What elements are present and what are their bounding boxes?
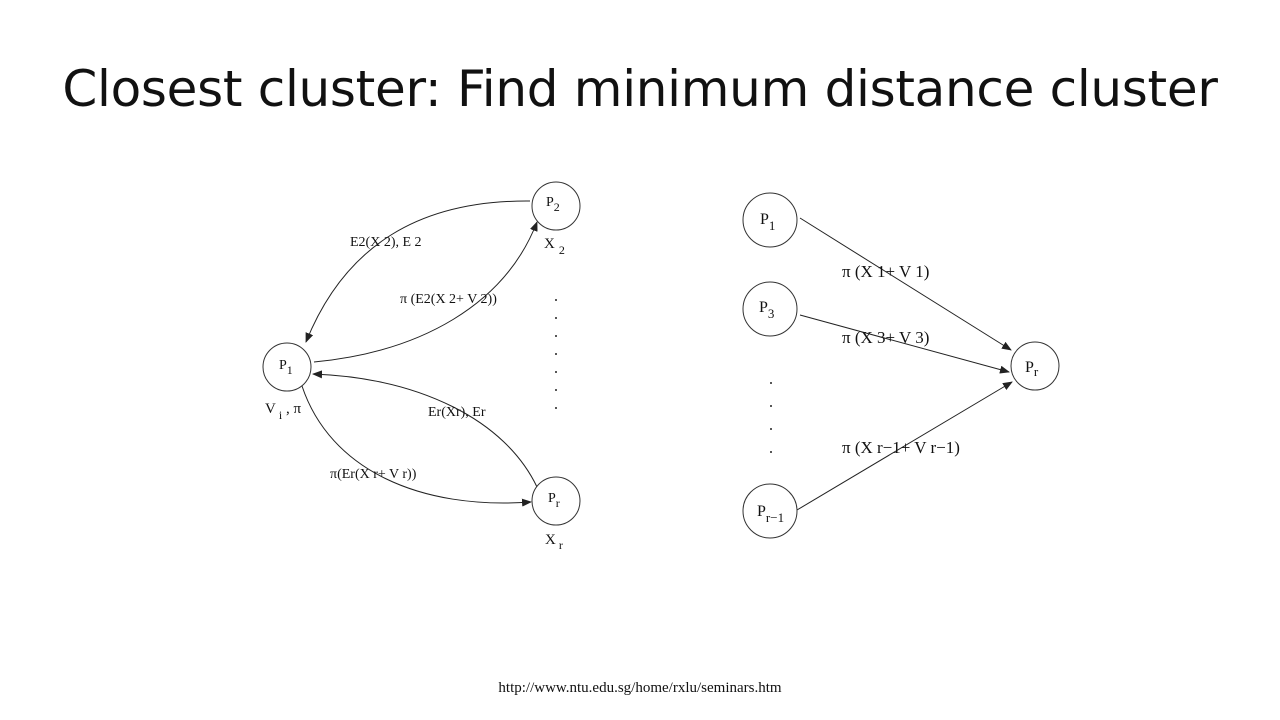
svg-text:Pr: Pr bbox=[1025, 359, 1039, 379]
left-ellipsis bbox=[555, 299, 557, 409]
label-p1-to-pr: π(Er(X r+ V r)) bbox=[330, 467, 417, 482]
node-pr: Pr bbox=[531, 476, 581, 526]
node-p2: P2 bbox=[531, 181, 581, 231]
svg-text:P3: P3 bbox=[759, 299, 774, 321]
edge-rp1-to-pr bbox=[799, 217, 1012, 351]
svg-text:P2: P2 bbox=[546, 195, 560, 214]
label-rp3-to-pr: π (X 3+ V 3) bbox=[842, 328, 929, 347]
edge-p2-to-p1 bbox=[305, 200, 531, 343]
right-diagram: P1 P3 Pr−1 Pr π (X 1+ V 1) π (X 3+ V 3) … bbox=[742, 192, 1060, 539]
right-ellipsis bbox=[770, 382, 772, 453]
svg-text:Pr: Pr bbox=[548, 491, 560, 510]
edge-p1-to-pr bbox=[301, 385, 532, 507]
node-rpr: Pr bbox=[1010, 341, 1060, 391]
label-rprm1-to-pr: π (X r−1+ V r−1) bbox=[842, 438, 960, 457]
node-p1: P1 bbox=[262, 342, 312, 392]
node-rp3: P3 bbox=[742, 281, 798, 337]
svg-text:P1: P1 bbox=[760, 211, 775, 233]
label-rp1-to-pr: π (X 1+ V 1) bbox=[842, 262, 929, 281]
svg-text:Pr−1: Pr−1 bbox=[757, 503, 784, 525]
label-pr-to-p1: Er(Xr), Er bbox=[428, 405, 486, 420]
edge-p1-to-p2 bbox=[313, 221, 538, 363]
node-rp1: P1 bbox=[742, 192, 798, 248]
source-url: http://www.ntu.edu.sg/home/rxlu/seminars… bbox=[498, 680, 782, 696]
svg-text:P1: P1 bbox=[279, 358, 293, 377]
edge-rp3-to-pr bbox=[799, 314, 1010, 374]
slide-title: Closest cluster: Find minimum distance c… bbox=[62, 60, 1218, 118]
edge-rprm1-to-pr bbox=[796, 381, 1013, 511]
label-p1-to-p2: π (E2(X 2+ V 2)) bbox=[400, 292, 497, 307]
label-p2-to-p1: E2(X 2), E 2 bbox=[350, 235, 422, 250]
edge-pr-to-p1 bbox=[312, 370, 538, 488]
node-rprm1: Pr−1 bbox=[742, 483, 798, 539]
